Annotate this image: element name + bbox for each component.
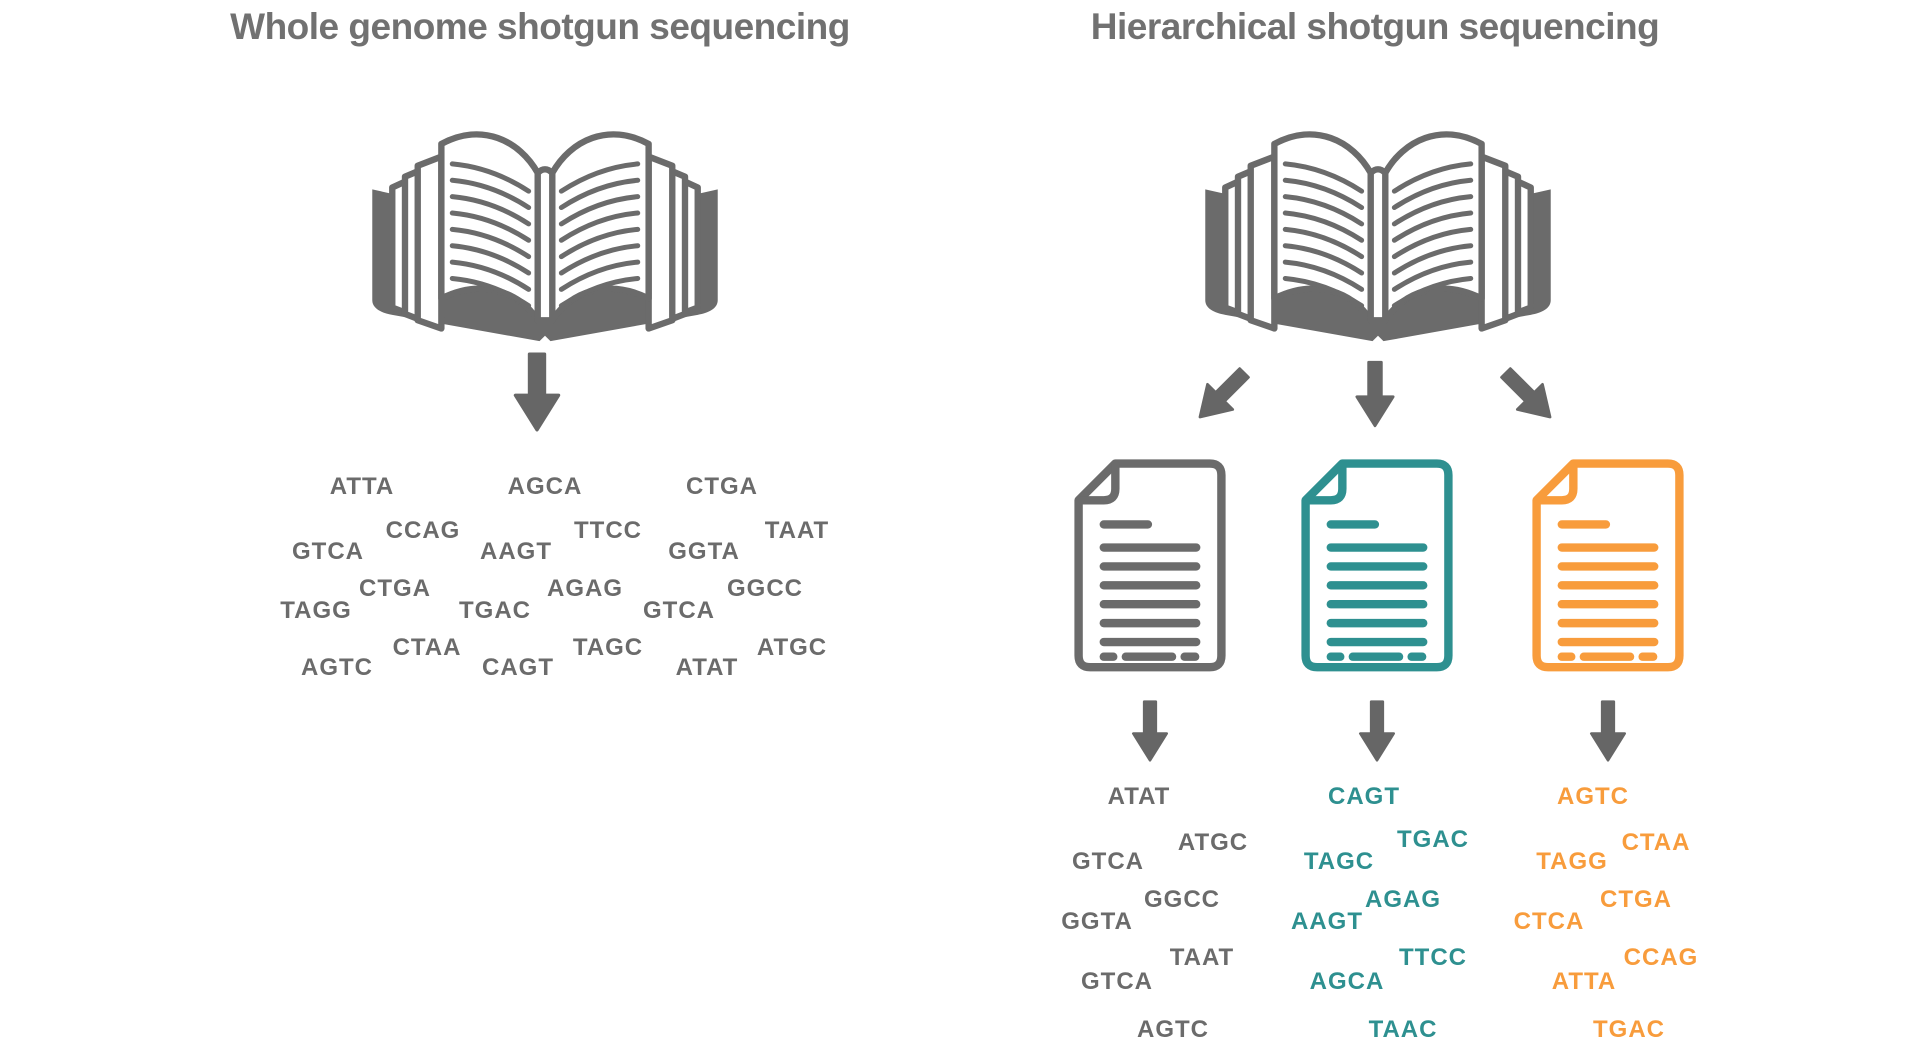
dna-fragment: TAAC: [1368, 1016, 1438, 1043]
dna-fragment: CCAG: [385, 517, 461, 544]
dna-fragment: GGCC: [727, 575, 803, 602]
dna-fragment: TAGG: [1536, 848, 1608, 875]
dna-fragment: TTCC: [574, 517, 642, 544]
dna-fragment: ATGC: [1177, 829, 1249, 856]
dna-fragment: ATTA: [329, 473, 395, 500]
dna-fragment: AGAG: [547, 575, 623, 602]
dna-fragment: CAGT: [482, 654, 554, 681]
down-arrow-icon: [1131, 700, 1169, 762]
dna-fragment: AGCA: [507, 473, 583, 500]
dna-fragment: AGAG: [1365, 886, 1441, 913]
document-page-icon-orange: [1524, 455, 1692, 681]
dna-fragment: CTGA: [686, 473, 758, 500]
down-arrow-icon: [1589, 700, 1627, 762]
document-page-icon-teal: [1293, 455, 1461, 681]
dna-fragment: AGTC: [1557, 783, 1629, 810]
dna-fragment: TAGC: [1303, 848, 1375, 875]
dna-fragment: ATAT: [1107, 783, 1171, 810]
dna-fragment: GGTA: [1061, 908, 1133, 935]
dna-fragment: GGCC: [1144, 886, 1220, 913]
dna-fragment: CAGT: [1328, 783, 1400, 810]
open-book-icon: [345, 62, 745, 344]
dna-fragment: ATAT: [675, 654, 739, 681]
dna-fragment: TAAT: [1169, 944, 1235, 971]
dna-fragment: GTCA: [1072, 848, 1144, 875]
dna-fragment: AAGT: [1291, 908, 1363, 935]
dna-fragment: TAGC: [572, 634, 644, 661]
dna-fragment: CTGA: [1600, 886, 1672, 913]
down-arrow-icon: [513, 352, 561, 432]
left-panel-title: Whole genome shotgun sequencing: [230, 6, 850, 47]
down-arrow-icon: [1355, 360, 1395, 428]
dna-fragment: TTCC: [1399, 944, 1467, 971]
down-left-arrow-icon: [1185, 358, 1260, 433]
dna-fragment: ATGC: [756, 634, 828, 661]
down-right-arrow-icon: [1491, 358, 1566, 433]
dna-fragment: TAGG: [280, 597, 352, 624]
dna-fragment: GTCA: [643, 597, 715, 624]
dna-fragment: GGTA: [668, 538, 740, 565]
right-panel-title: Hierarchical shotgun sequencing: [1090, 6, 1660, 47]
document-page-icon-gray: [1066, 455, 1234, 681]
dna-fragment: CTCA: [1513, 908, 1585, 935]
dna-fragment: AAGT: [480, 538, 552, 565]
dna-fragment: CTGA: [359, 575, 431, 602]
down-arrow-icon: [1358, 700, 1396, 762]
dna-fragment: AGTC: [301, 654, 373, 681]
dna-fragment: AGCA: [1309, 968, 1385, 995]
dna-fragment: CTAA: [1621, 829, 1691, 856]
dna-fragment: CCAG: [1623, 944, 1699, 971]
dna-fragment: GTCA: [292, 538, 364, 565]
dna-fragment: ATTA: [1551, 968, 1617, 995]
dna-fragment: AGTC: [1137, 1016, 1209, 1043]
dna-fragment: TGAC: [1593, 1016, 1665, 1043]
dna-fragment: CTAA: [392, 634, 462, 661]
open-book-icon: [1178, 62, 1578, 344]
dna-fragment: TGAC: [1397, 826, 1469, 853]
dna-fragment: TGAC: [459, 597, 531, 624]
dna-fragment: GTCA: [1081, 968, 1153, 995]
dna-fragment: TAAT: [764, 517, 830, 544]
